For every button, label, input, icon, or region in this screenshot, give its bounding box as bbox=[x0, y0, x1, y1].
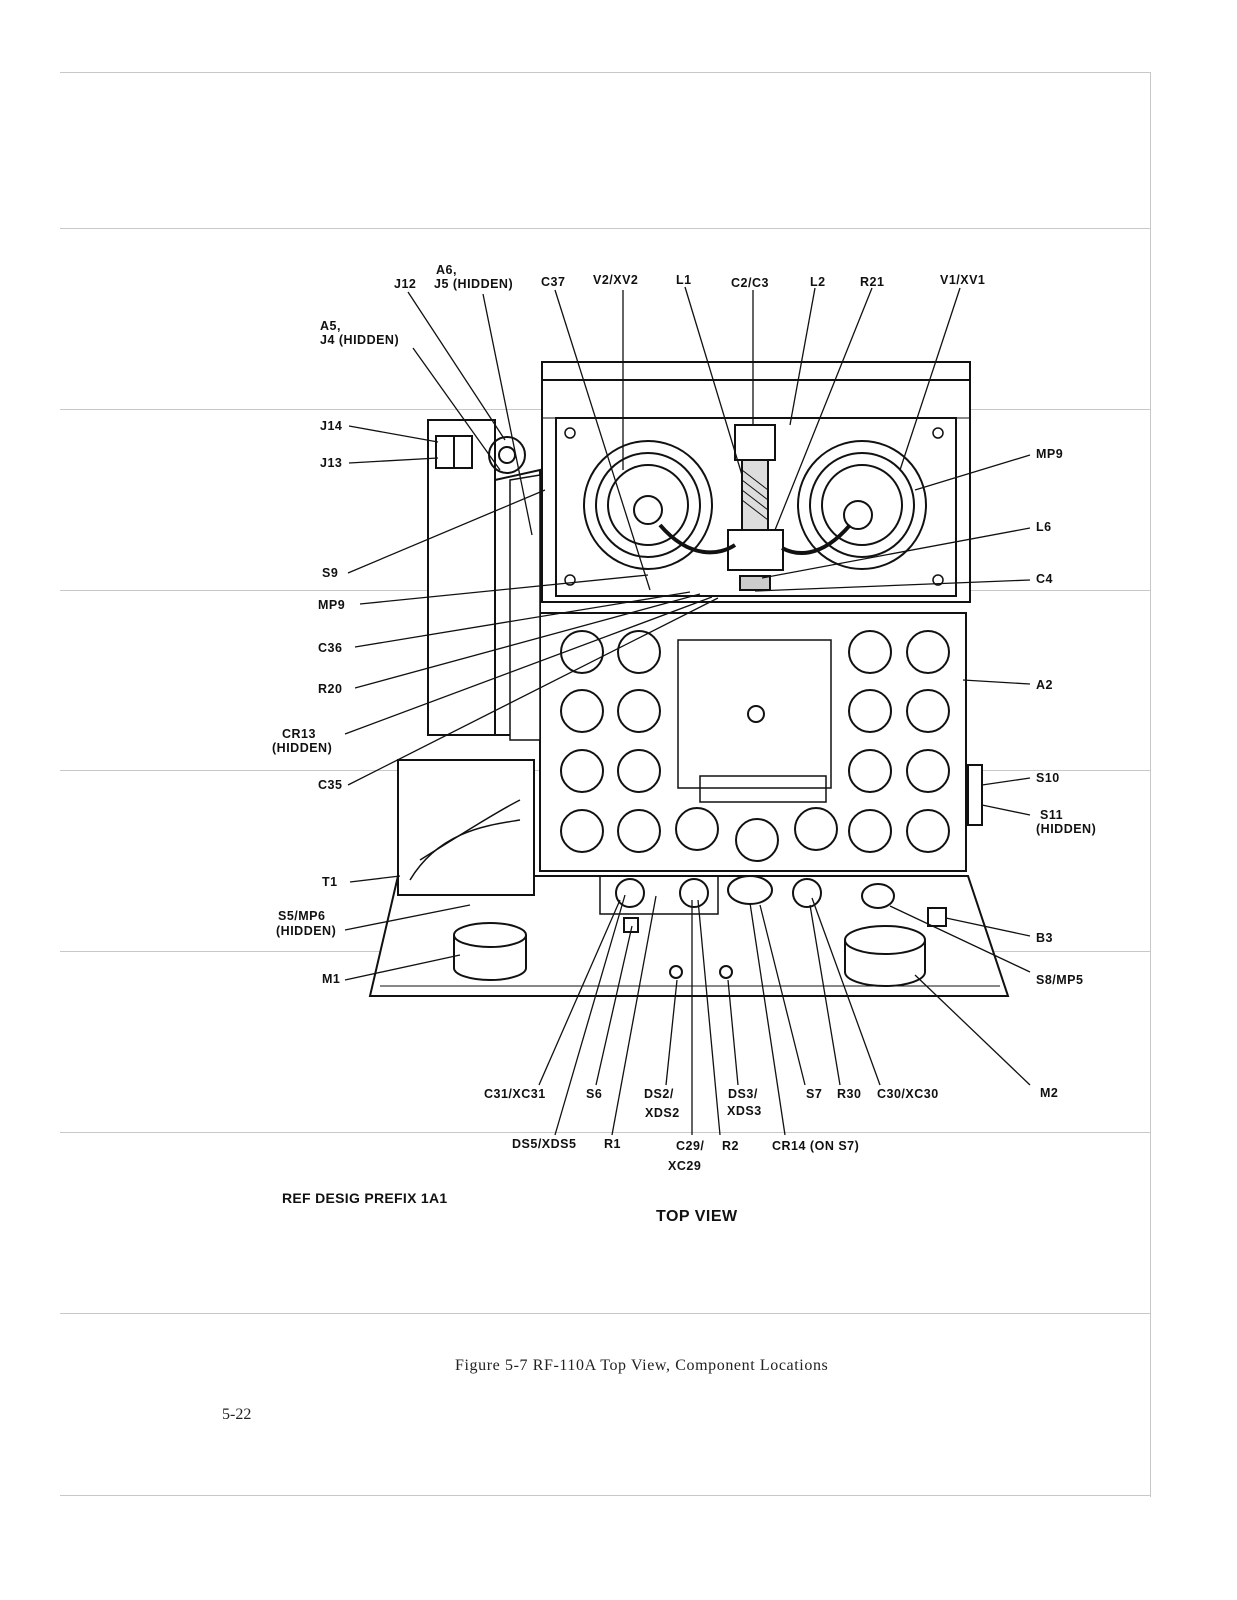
page-rule bbox=[60, 228, 1150, 229]
label-c30: C30/XC30 bbox=[877, 1087, 939, 1101]
label-r1: R1 bbox=[604, 1137, 621, 1151]
page-rule bbox=[60, 1313, 1150, 1314]
leader-lines bbox=[344, 286, 1031, 1136]
label-v2: V2/XV2 bbox=[593, 273, 638, 287]
label-j14: J14 bbox=[320, 419, 342, 433]
label-mp9-left: MP9 bbox=[318, 598, 345, 612]
label-s9: S9 bbox=[322, 566, 338, 580]
label-c36: C36 bbox=[318, 641, 342, 655]
tube-v1 bbox=[797, 440, 927, 570]
page-number: 5-22 bbox=[222, 1406, 252, 1423]
label-t1: T1 bbox=[322, 875, 338, 889]
label-s5-hidden: (HIDDEN) bbox=[276, 924, 336, 938]
label-j12: J12 bbox=[394, 277, 416, 291]
label-v1: V1/XV1 bbox=[940, 273, 985, 287]
label-m2: M2 bbox=[1040, 1086, 1058, 1100]
label-j13: J13 bbox=[320, 456, 342, 470]
figure-caption: Figure 5-7 RF-110A Top View, Component L… bbox=[455, 1357, 829, 1374]
label-ds3: DS3/ bbox=[728, 1087, 758, 1101]
label-c29: C29/ bbox=[676, 1139, 704, 1153]
label-a5: A5, bbox=[320, 319, 341, 333]
coil-l1 bbox=[734, 424, 776, 461]
label-ds5: DS5/XDS5 bbox=[512, 1137, 576, 1151]
label-s5: S5/MP6 bbox=[278, 909, 325, 923]
label-cr14: CR14 (ON S7) bbox=[772, 1139, 859, 1153]
motor-m2 bbox=[844, 925, 926, 955]
board-a2 bbox=[539, 612, 967, 872]
label-b3: B3 bbox=[1036, 931, 1053, 945]
label-a5-j4: J4 (HIDDEN) bbox=[320, 333, 399, 347]
label-s6: S6 bbox=[586, 1087, 602, 1101]
label-l1: L1 bbox=[676, 273, 692, 287]
transformer-t1 bbox=[397, 759, 535, 896]
component-labels: A6, J5 (HIDDEN) J12 C37 V2/XV2 L1 C2/C3 … bbox=[272, 263, 1096, 1173]
label-c4: C4 bbox=[1036, 572, 1053, 586]
view-title: TOP VIEW bbox=[656, 1208, 738, 1225]
label-s11: S11 bbox=[1040, 808, 1063, 822]
chassis-drawing bbox=[368, 361, 1010, 997]
label-ds3b: XDS3 bbox=[727, 1104, 762, 1118]
label-s8: S8/MP5 bbox=[1036, 973, 1083, 987]
label-l6: L6 bbox=[1036, 520, 1052, 534]
page-rule bbox=[60, 72, 1150, 73]
label-mp9-right: MP9 bbox=[1036, 447, 1063, 461]
page-rule bbox=[60, 1495, 1150, 1496]
label-m1: M1 bbox=[322, 972, 340, 986]
label-r21: R21 bbox=[860, 275, 884, 289]
label-c35: C35 bbox=[318, 778, 342, 792]
ref-designator-prefix: REF DESIG PREFIX 1A1 bbox=[282, 1190, 448, 1206]
tube-v2 bbox=[583, 440, 713, 570]
label-c31: C31/XC31 bbox=[484, 1087, 546, 1101]
label-c2c3: C2/C3 bbox=[731, 276, 769, 290]
label-r30: R30 bbox=[837, 1087, 861, 1101]
label-ds2: DS2/ bbox=[644, 1087, 674, 1101]
base-plate bbox=[368, 875, 1010, 997]
label-s11-hidden: (HIDDEN) bbox=[1036, 822, 1096, 836]
label-s10: S10 bbox=[1036, 771, 1060, 785]
label-a2: A2 bbox=[1036, 678, 1053, 692]
label-s7: S7 bbox=[806, 1087, 822, 1101]
label-ds2b: XDS2 bbox=[645, 1106, 680, 1120]
label-c37: C37 bbox=[541, 275, 565, 289]
label-a6: A6, bbox=[436, 263, 457, 277]
label-c29b: XC29 bbox=[668, 1159, 701, 1173]
page-rule bbox=[60, 1132, 1150, 1133]
label-r20: R20 bbox=[318, 682, 342, 696]
label-a6-j5: J5 (HIDDEN) bbox=[434, 277, 513, 291]
label-cr13: CR13 bbox=[282, 727, 316, 741]
motor-m1 bbox=[453, 922, 527, 948]
page-margin-rule bbox=[1150, 72, 1151, 1497]
label-l2: L2 bbox=[810, 275, 826, 289]
label-cr13-hidden: (HIDDEN) bbox=[272, 741, 332, 755]
label-r2: R2 bbox=[722, 1139, 739, 1153]
